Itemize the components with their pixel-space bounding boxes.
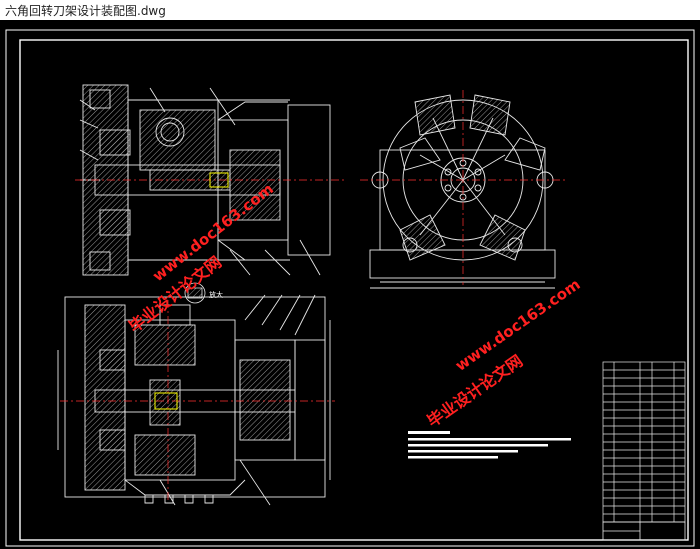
parts-list-table[interactable]: [602, 361, 686, 523]
detail-label: 放大: [209, 290, 223, 299]
drawing-frame-inner: [19, 39, 689, 541]
highlight-shaft-bottom: [154, 392, 178, 410]
turret-top-view[interactable]: [369, 94, 556, 289]
window-titlebar: 六角回转刀架设计装配图.dwg: [0, 0, 700, 21]
section-view-bottom[interactable]: [57, 294, 331, 506]
drawing-frame-outer: [5, 29, 695, 547]
detail-view[interactable]: [184, 282, 206, 304]
title-block[interactable]: [602, 521, 686, 541]
technical-notes[interactable]: [408, 431, 571, 459]
highlight-shaft-top: [209, 172, 229, 188]
drawing-svg[interactable]: 放大: [0, 20, 700, 549]
window-title: 六角回转刀架设计装配图.dwg: [5, 4, 166, 18]
watermark-right: www.doc163.com 毕业设计论文网: [423, 275, 583, 431]
drawing-canvas[interactable]: 放大: [0, 20, 700, 549]
